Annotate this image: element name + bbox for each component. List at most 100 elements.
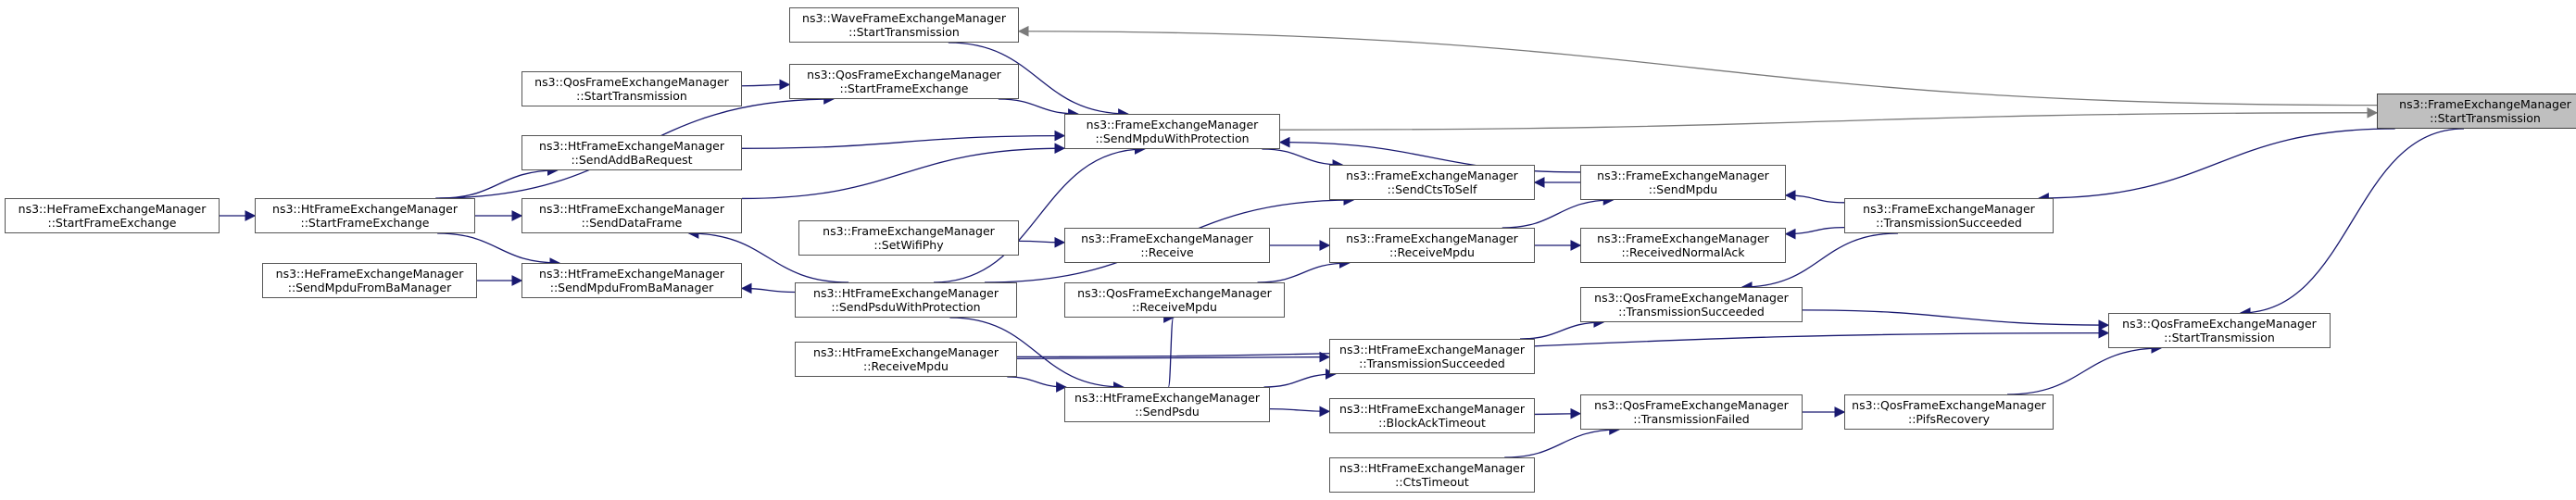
edge-qos_tx_fail-ht_cts: [1504, 424, 1620, 458]
node-label-line1: ns3::WaveFrameExchangeManager: [802, 11, 1006, 25]
node-qos-pifs[interactable]: ns3::QosFrameExchangeManager::PifsRecove…: [1844, 394, 2054, 430]
edge-qos_st-focus: [2239, 128, 2464, 319]
node-send-mpdu[interactable]: ns3::FrameExchangeManager::SendMpdu: [1580, 165, 1786, 200]
node-recv-mpdu[interactable]: ns3::FrameExchangeManager::ReceiveMpdu: [1329, 228, 1535, 263]
edge-focus-send_mpdu_prot: [1279, 106, 2379, 131]
node-label-line1: ns3::FrameExchangeManager: [1346, 169, 1518, 182]
edge-ht_tx_succ-ht_recv: [1016, 351, 1331, 363]
node-ht-ba[interactable]: ns3::HtFrameExchangeManager::SendMpduFro…: [521, 263, 742, 298]
edge-qos_st-qos_pifs: [2007, 343, 2163, 395]
node-ht-bat[interactable]: ns3::HtFrameExchangeManager::BlockAckTim…: [1329, 398, 1535, 433]
node-cts-self[interactable]: ns3::FrameExchangeManager::SendCtsToSelf: [1329, 165, 1535, 200]
edge-qos_tx_fail-ht_bat: [1534, 407, 1582, 419]
node-label-line1: ns3::HtFrameExchangeManager: [813, 286, 999, 300]
edge-send_mpdu-recv_mpdu: [1502, 194, 1615, 229]
edge-qos_sfe-qos_st_left: [741, 79, 791, 91]
node-label-line2: ::StartTransmission: [848, 25, 960, 39]
edge-send_mpdu_prot-qos_sfe: [998, 98, 1079, 119]
node-label-line2: ::ReceiveMpdu: [863, 359, 949, 373]
node-wave-start[interactable]: ns3::WaveFrameExchangeManager::StartTran…: [789, 7, 1019, 43]
node-ht-sfe[interactable]: ns3::HtFrameExchangeManager::StartFrameE…: [255, 198, 475, 233]
edge-send_mpdu_prot-wave_start: [948, 42, 1129, 119]
node-ht-data[interactable]: ns3::HtFrameExchangeManager::SendDataFra…: [521, 198, 742, 233]
edge-ht_tx_succ-ht_psdu: [1263, 369, 1337, 388]
node-qos-tx-succ[interactable]: ns3::QosFrameExchangeManager::Transmissi…: [1580, 287, 1803, 322]
node-label-line2: ::ReceiveMpdu: [1132, 300, 1217, 314]
node-label-line1: ns3::HeFrameExchangeManager: [275, 267, 464, 281]
node-he-sfe[interactable]: ns3::HeFrameExchangeManager::StartFrameE…: [5, 198, 220, 233]
edge-tx_succ-focus: [2038, 128, 2395, 204]
node-label-line2: ::StartTransmission: [576, 89, 687, 103]
edge-qos_tx_succ-tx_succ: [1740, 232, 1898, 293]
node-ht-addba[interactable]: ns3::HtFrameExchangeManager::SendAddBaRe…: [521, 135, 742, 170]
edge-wave_start-focus: [1017, 25, 2378, 106]
node-label-line1: ns3::QosFrameExchangeManager: [534, 75, 729, 89]
node-label-line1: ns3::HtFrameExchangeManager: [1074, 391, 1260, 405]
node-label-line1: ns3::HtFrameExchangeManager: [539, 202, 724, 216]
node-ht-recv[interactable]: ns3::HtFrameExchangeManager::ReceiveMpdu: [795, 342, 1017, 377]
node-label-line2: ::PifsRecovery: [1907, 412, 1991, 426]
node-label-line1: ns3::QosFrameExchangeManager: [1077, 286, 1272, 300]
node-receive[interactable]: ns3::FrameExchangeManager::Receive: [1064, 228, 1270, 263]
node-tx-succ[interactable]: ns3::FrameExchangeManager::TransmissionS…: [1844, 198, 2054, 233]
node-ht-psdu-prot[interactable]: ns3::HtFrameExchangeManager::SendPsduWit…: [795, 282, 1017, 318]
node-he-ba[interactable]: ns3::HeFrameExchangeManager::SendMpduFro…: [262, 263, 477, 298]
node-ht-cts[interactable]: ns3::HtFrameExchangeManager::CtsTimeout: [1329, 457, 1535, 493]
node-label-line1: ns3::FrameExchangeManager: [1346, 231, 1518, 245]
node-label-line2: ::CtsTimeout: [1395, 475, 1469, 489]
node-label-line2: ::ReceivedNormalAck: [1621, 245, 1745, 259]
node-label-line2: ::SendMpduFromBaManager: [549, 281, 714, 294]
node-label-line1: ns3::HtFrameExchangeManager: [539, 267, 724, 281]
node-label-line1: ns3::HtFrameExchangeManager: [1339, 461, 1525, 475]
edge-send_mpdu_prot-ht_data: [741, 143, 1066, 200]
node-label-line1: ns3::HtFrameExchangeManager: [272, 202, 458, 216]
node-qos-tx-fail[interactable]: ns3::QosFrameExchangeManager::Transmissi…: [1580, 394, 1803, 430]
node-recv-ack[interactable]: ns3::FrameExchangeManager::ReceivedNorma…: [1580, 228, 1786, 263]
node-label-line2: ::BlockAckTimeout: [1378, 416, 1486, 430]
node-qos-sfe[interactable]: ns3::QosFrameExchangeManager::StartFrame…: [789, 64, 1019, 99]
node-qos-st[interactable]: ns3::QosFrameExchangeManager::StartTrans…: [2108, 313, 2331, 348]
edge-send_mpdu-tx_succ: [1784, 190, 1845, 204]
node-label-line1: ns3::HtFrameExchangeManager: [813, 345, 999, 359]
node-label-line2: ::TransmissionFailed: [1633, 412, 1750, 426]
node-label-line2: ::SendMpduFromBaManager: [287, 281, 452, 294]
node-label-line1: ns3::FrameExchangeManager: [2399, 97, 2571, 111]
edge-send_mpdu_prot-ht_addba: [741, 130, 1066, 149]
node-label-line2: ::SendPsdu: [1135, 405, 1200, 419]
node-label-line2: ::StartFrameExchange: [300, 216, 430, 230]
node-label-line1: ns3::HtFrameExchangeManager: [539, 139, 724, 153]
node-label-line2: ::TransmissionSucceeded: [1359, 356, 1505, 370]
node-label-line2: ::StartFrameExchange: [839, 81, 969, 95]
node-label-line1: ns3::QosFrameExchangeManager: [1594, 291, 1789, 305]
node-label-line1: ns3::FrameExchangeManager: [1086, 118, 1259, 131]
node-qos-st-left[interactable]: ns3::QosFrameExchangeManager::StartTrans…: [521, 71, 742, 106]
edge-send_mpdu_prot-ht_psdu_prot: [934, 144, 1146, 283]
node-label-line2: ::StartFrameExchange: [47, 216, 177, 230]
node-label-line1: ns3::QosFrameExchangeManager: [1852, 398, 2046, 412]
edge-cts_self-send_mpdu_prot: [1262, 148, 1344, 170]
node-send-mpdu-prot[interactable]: ns3::FrameExchangeManager::SendMpduWithP…: [1064, 114, 1280, 149]
node-set-phy[interactable]: ns3::FrameExchangeManager::SetWifiPhy: [798, 220, 1019, 256]
edge-recv_mpdu-qos_recv: [1257, 257, 1351, 283]
node-label-line1: ns3::HtFrameExchangeManager: [1339, 402, 1525, 416]
node-label-line2: ::SendCtsToSelf: [1387, 182, 1477, 196]
node-label-line1: ns3::HeFrameExchangeManager: [18, 202, 207, 216]
node-label-line2: ::TransmissionSucceeded: [1618, 305, 1765, 319]
edge-qos_st-qos_tx_succ: [1802, 309, 2110, 331]
node-label-line1: ns3::FrameExchangeManager: [823, 224, 995, 238]
node-qos-recv[interactable]: ns3::QosFrameExchangeManager::ReceiveMpd…: [1064, 282, 1285, 318]
node-label-line2: ::StartTransmission: [2430, 111, 2541, 125]
edge-qos_st-ht_recv: [1016, 327, 2110, 358]
node-label-line1: ns3::FrameExchangeManager: [1081, 231, 1253, 245]
node-ht-psdu[interactable]: ns3::HtFrameExchangeManager::SendPsdu: [1064, 387, 1270, 422]
node-label-line2: ::StartTransmission: [2164, 331, 2275, 344]
edge-receive-set_phy: [1018, 236, 1066, 248]
node-ht-tx-succ[interactable]: ns3::HtFrameExchangeManager::Transmissio…: [1329, 339, 1535, 374]
node-label-line2: ::SetWifiPhy: [873, 238, 944, 252]
node-focus: ns3::FrameExchangeManager::StartTransmis…: [2377, 94, 2576, 129]
node-label-line1: ns3::FrameExchangeManager: [1597, 231, 1769, 245]
edge-ht_psdu-ht_psdu_prot: [949, 317, 1125, 393]
node-label-line2: ::ReceiveMpdu: [1389, 245, 1475, 259]
edge-qos_tx_succ-ht_tx_succ: [1519, 317, 1605, 340]
